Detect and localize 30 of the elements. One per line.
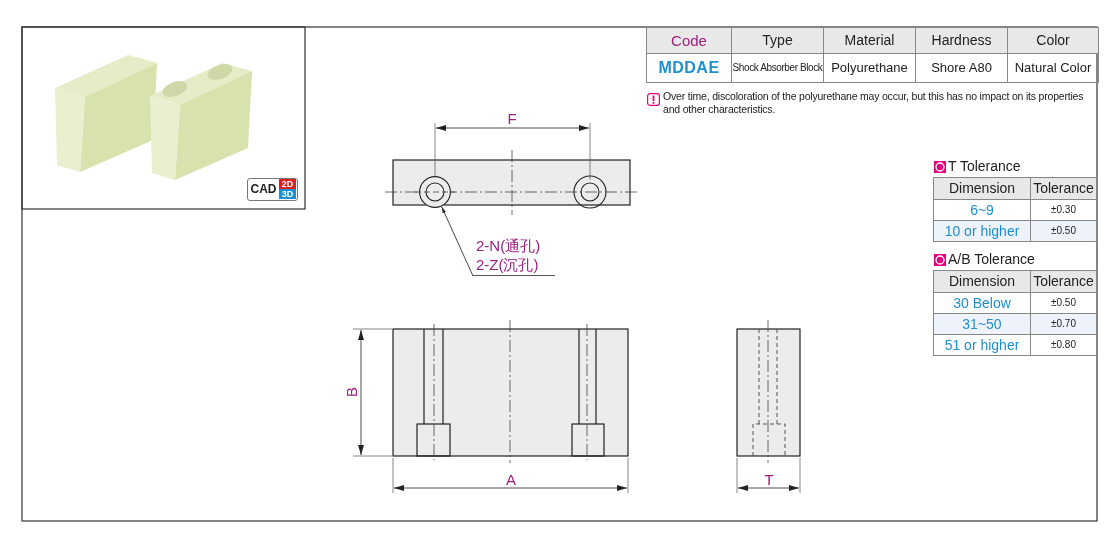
table-cell: MDDAE — [646, 53, 732, 83]
format-tag: 3D — [279, 189, 296, 199]
column-header: Tolerance — [1030, 177, 1097, 200]
table-cell: ±0.70 — [1030, 313, 1097, 335]
table-cell: 51 or higher — [933, 334, 1031, 356]
cad-text: CAD — [250, 181, 277, 197]
column-header: Color — [1007, 27, 1099, 54]
column-header: Code — [646, 27, 732, 54]
column-header: Hardness — [915, 27, 1008, 54]
table-cell: Natural Color — [1007, 53, 1099, 83]
callout-text: 2-Z(沉孔) — [476, 256, 539, 275]
hole-callout — [473, 236, 555, 276]
column-header: Material — [823, 27, 916, 54]
table-title: A/B Tolerance — [948, 251, 1036, 269]
table-cell: ±0.80 — [1030, 334, 1097, 356]
table-cell: ±0.50 — [1030, 220, 1097, 242]
column-header: Type — [731, 27, 824, 54]
format-tag: 2D — [279, 179, 296, 189]
dimension-label: A — [505, 471, 517, 489]
dimension-label: B — [343, 386, 361, 399]
table-title: T Tolerance — [948, 158, 1022, 176]
column-header: Dimension — [933, 177, 1031, 200]
dimension-label: F — [506, 110, 518, 128]
note-text: Over time, discoloration of the polyurethane may occur, but this has no impact on its properties and other characteristics. — [663, 90, 1085, 117]
column-header: Dimension — [933, 270, 1031, 293]
table-cell: 10 or higher — [933, 220, 1031, 242]
callout-text: 2-N(通孔) — [476, 237, 541, 256]
table-cell: 31~50 — [933, 313, 1031, 335]
column-header: Tolerance — [1030, 270, 1097, 293]
dimension-label: T — [763, 471, 775, 489]
